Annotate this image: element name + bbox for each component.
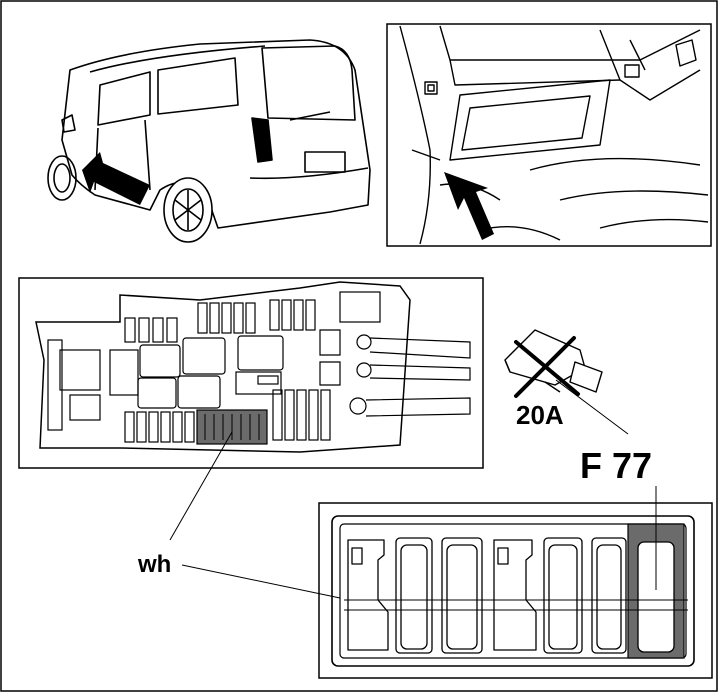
cross-icon — [514, 336, 580, 398]
fuse-id-label: F 77 — [580, 445, 652, 486]
leader-line — [555, 379, 629, 435]
interior-panel — [386, 23, 712, 247]
van-illustration — [47, 39, 371, 243]
leader-line — [181, 564, 341, 599]
fuse-20a-illustration — [504, 329, 603, 398]
fuse-box-panel — [18, 277, 484, 469]
arrow-icon — [82, 152, 150, 205]
fuse-amperage-label: 20A — [516, 400, 564, 430]
wire-color-label: wh — [137, 551, 171, 578]
arrow-icon — [444, 172, 494, 240]
leader-line — [169, 431, 233, 541]
fuse-detail-panel — [318, 502, 713, 679]
